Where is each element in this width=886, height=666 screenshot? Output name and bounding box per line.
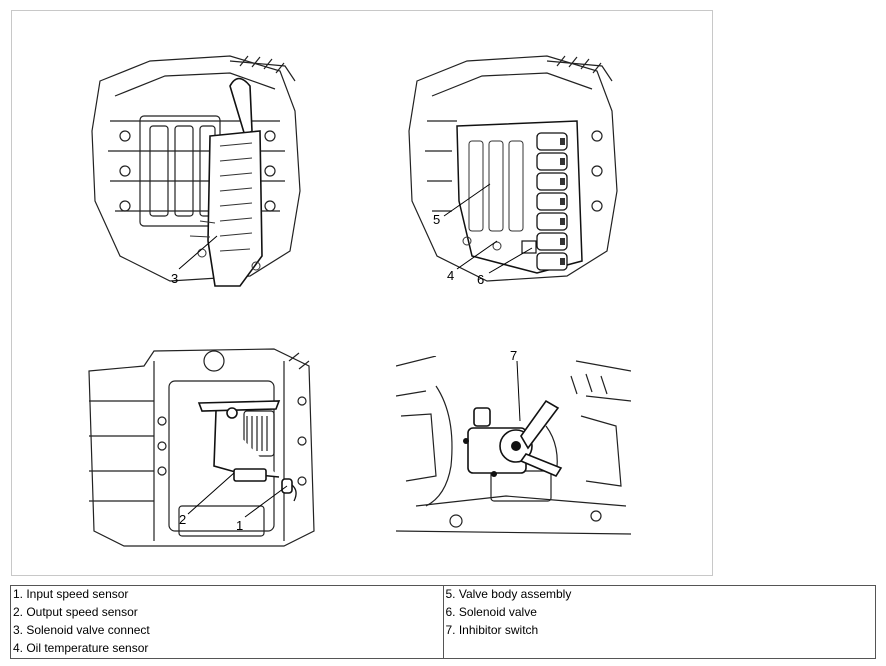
callout-6: 6 (477, 272, 485, 287)
panel-inhibitor-switch (396, 356, 631, 541)
transmission-drawing-d (396, 356, 631, 535)
callout-7: 7 (510, 348, 518, 363)
legend-item-oil-temperature-sensor: 4. Oil temperature sensor (13, 641, 149, 655)
legend-item-input-speed-sensor: 1. Input speed sensor (13, 587, 129, 601)
panel-valve-body (397, 41, 637, 301)
legend-item-inhibitor-switch: 7. Inhibitor switch (445, 623, 539, 637)
legend-row: 1. Input speed sensor 2. Output speed se… (10, 585, 876, 659)
panel-solenoid-connector (80, 41, 320, 301)
callout-1: 1 (236, 518, 244, 533)
callout-3: 3 (171, 271, 179, 286)
legend-table: 1. Input speed sensor 2. Output speed se… (10, 585, 876, 659)
diagram-figure: 3 5 4 6 7 2 1 (11, 10, 713, 576)
callout-5: 5 (433, 212, 441, 227)
panel-speed-sensors (84, 341, 324, 553)
callout-2: 2 (179, 512, 187, 527)
legend-item-solenoid-valve-connect: 3. Solenoid valve connect (13, 623, 150, 637)
legend-item-valve-body-assembly: 5. Valve body assembly (445, 587, 572, 601)
transmission-drawing-a (91, 55, 301, 287)
legend-item-solenoid-valve: 6. Solenoid valve (445, 605, 537, 619)
transmission-drawing-c (88, 348, 315, 547)
legend-item-output-speed-sensor: 2. Output speed sensor (13, 605, 138, 619)
callout-4: 4 (447, 268, 455, 283)
legend-column-right: 5. Valve body assembly 6. Solenoid valve… (442, 585, 876, 659)
legend-column-left: 1. Input speed sensor 2. Output speed se… (10, 585, 444, 659)
transmission-drawing-b (408, 55, 618, 282)
